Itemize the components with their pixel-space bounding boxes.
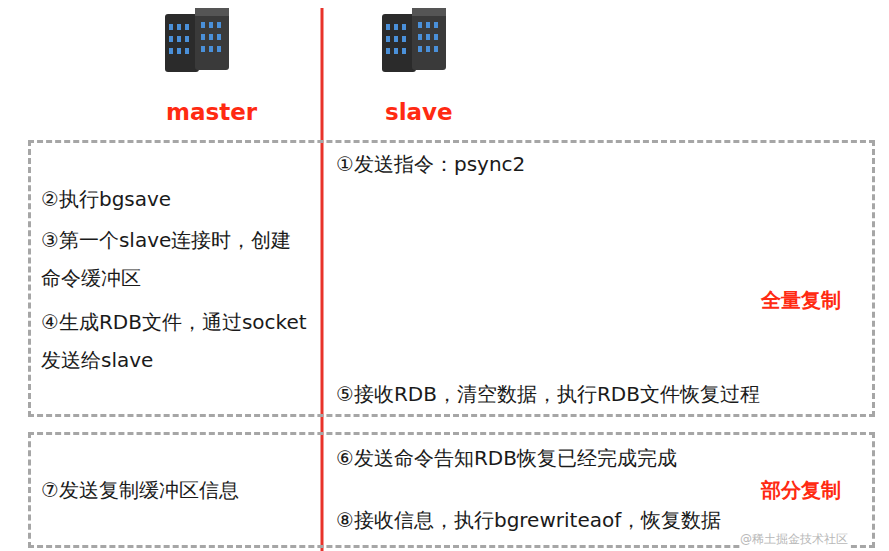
watermark: @稀土掘金技术社区 (740, 531, 848, 548)
divider-line (321, 8, 324, 551)
server-icon (165, 8, 229, 72)
step-text: ⑤接收RDB，清空数据，执行RDB文件恢复过程 (336, 375, 866, 413)
column-heading: master (166, 99, 257, 125)
step-text: ⑥发送命令告知RDB恢复已经完成完成 (336, 439, 766, 477)
column-heading: slave (385, 99, 453, 125)
section-title: 部分复制 (761, 471, 871, 509)
step-text: ③第一个slave连接时，创建命令缓冲区 (41, 221, 311, 297)
step-text: ⑦发送复制缓冲区信息 (41, 471, 311, 509)
server-icon (382, 8, 446, 72)
section-title: 全量复制 (761, 281, 871, 319)
step-text: ②执行bgsave (41, 180, 311, 218)
step-text: ①发送指令：psync2 (336, 145, 856, 183)
step-text: ④生成RDB文件，通过socket发送给slave (41, 303, 313, 379)
dashed-region: ①发送指令：psync2 ②执行bgsave③第一个slave连接时，创建命令缓冲… (28, 140, 875, 417)
step-text: ⑧接收信息，执行bgrewriteaof，恢复数据 (336, 501, 756, 539)
